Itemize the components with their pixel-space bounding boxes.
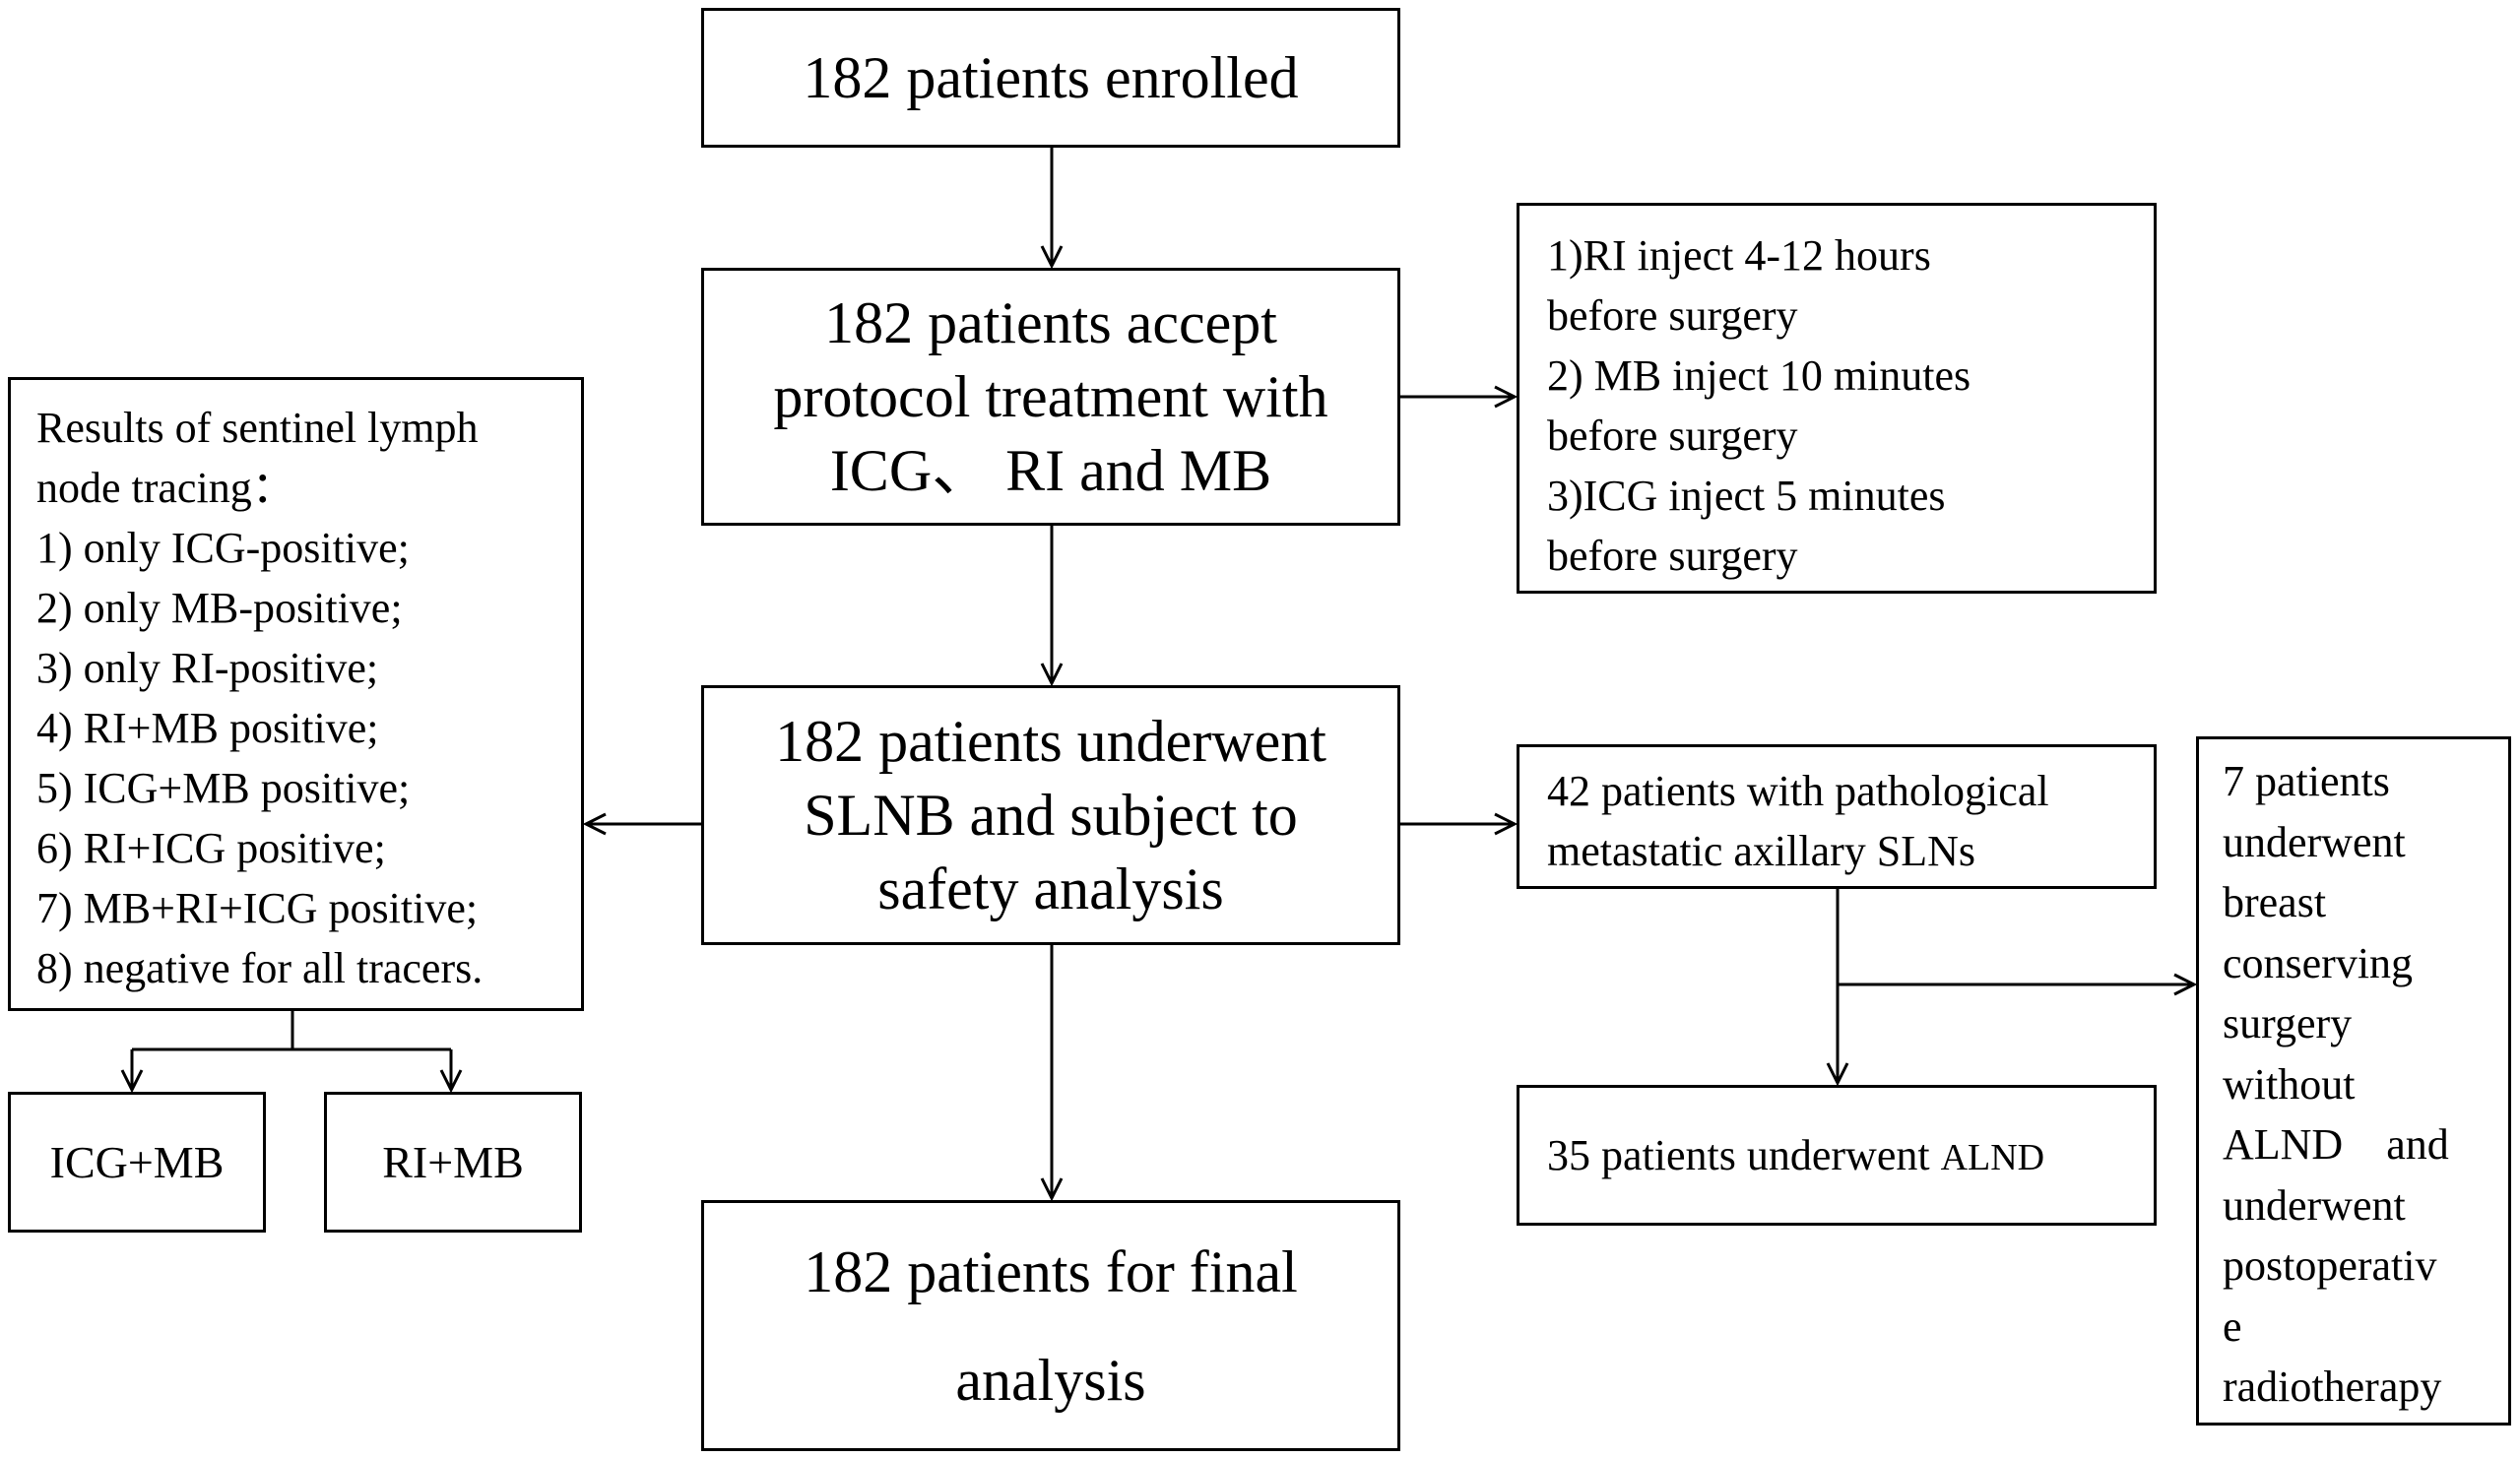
metastatic-box: 42 patients with pathological metastatic… — [1517, 744, 2157, 889]
alnd-suffix: ALND — [1940, 1137, 2045, 1178]
results-item: 7) MB+RI+ICG positive; — [36, 884, 479, 932]
icg-mb-box: ICG+MB — [8, 1092, 266, 1233]
final-box: 182 patients for final analysis — [701, 1200, 1400, 1451]
conserving-box: 7 patients underwent breast conserving s… — [2196, 736, 2511, 1426]
conserving-line: underwent — [2223, 1180, 2406, 1230]
ri-mb-text: RI+MB — [382, 1137, 524, 1187]
results-item: 4) RI+MB positive; — [36, 704, 379, 752]
results-title-line-2: node tracing： — [36, 464, 295, 512]
results-item: 6) RI+ICG positive; — [36, 824, 386, 872]
accept-line-1: 182 patients accept — [824, 289, 1277, 355]
underwent-line-1: 182 patients underwent — [775, 708, 1326, 774]
injection-box: 1)RI inject 4-12 hours before surgery 2)… — [1517, 203, 2157, 594]
accept-box: 182 patients accept protocol treatment w… — [701, 268, 1400, 526]
conserving-line: e — [2223, 1301, 2242, 1351]
injection-line-4: before surgery — [1547, 412, 1798, 460]
conserving-line: underwent — [2223, 817, 2406, 866]
conserving-line: conserving — [2223, 938, 2414, 987]
alnd-text: 35 patients underwent ALND — [1547, 1130, 2044, 1180]
results-title-line-1: Results of sentinel lymph — [36, 404, 479, 452]
final-line-2: analysis — [955, 1347, 1146, 1413]
results-item: 5) ICG+MB positive; — [36, 764, 411, 812]
metastatic-line-1: 42 patients with pathological — [1547, 767, 2049, 815]
conserving-line: radiotherapy — [2223, 1363, 2442, 1411]
injection-line-2: before surgery — [1547, 291, 1798, 340]
accept-line-2: protocol treatment with — [773, 363, 1328, 429]
injection-line-3: 2) MB inject 10 minutes — [1547, 351, 1971, 400]
results-item: 3) only RI-positive; — [36, 644, 379, 692]
conserving-line: ALND and — [2223, 1120, 2449, 1169]
injection-line-6: before surgery — [1547, 532, 1798, 580]
metastatic-line-2: metastatic axillary SLNs — [1547, 827, 1975, 875]
final-line-1: 182 patients for final — [804, 1238, 1298, 1304]
results-item: 2) only MB-positive; — [36, 584, 403, 632]
underwent-line-2: SLNB and subject to — [804, 782, 1298, 848]
alnd-box: 35 patients underwent ALND — [1517, 1085, 2157, 1226]
results-box: Results of sentinel lymph node tracing： … — [8, 377, 584, 1011]
conserving-line: 7 patients — [2223, 757, 2390, 805]
conserving-line: surgery — [2223, 999, 2353, 1047]
injection-line-5: 3)ICG inject 5 minutes — [1547, 472, 1946, 520]
results-item: 1) only ICG-positive; — [36, 524, 410, 572]
conserving-line: postoperativ — [2223, 1241, 2437, 1290]
conserving-line: breast — [2223, 878, 2327, 926]
injection-line-1: 1)RI inject 4-12 hours — [1547, 231, 1931, 280]
accept-line-3: ICG、 RI and MB — [829, 437, 1272, 503]
icg-mb-text: ICG+MB — [49, 1137, 225, 1187]
alnd-prefix: 35 patients underwent — [1547, 1131, 1941, 1179]
underwent-line-3: safety analysis — [877, 856, 1224, 921]
results-item: 8) negative for all tracers. — [36, 944, 484, 992]
enrolled-box: 182 patients enrolled — [701, 8, 1400, 148]
ri-mb-box: RI+MB — [324, 1092, 582, 1233]
enrolled-text: 182 patients enrolled — [803, 44, 1299, 110]
underwent-box: 182 patients underwent SLNB and subject … — [701, 685, 1400, 945]
conserving-line: without — [2223, 1059, 2356, 1109]
